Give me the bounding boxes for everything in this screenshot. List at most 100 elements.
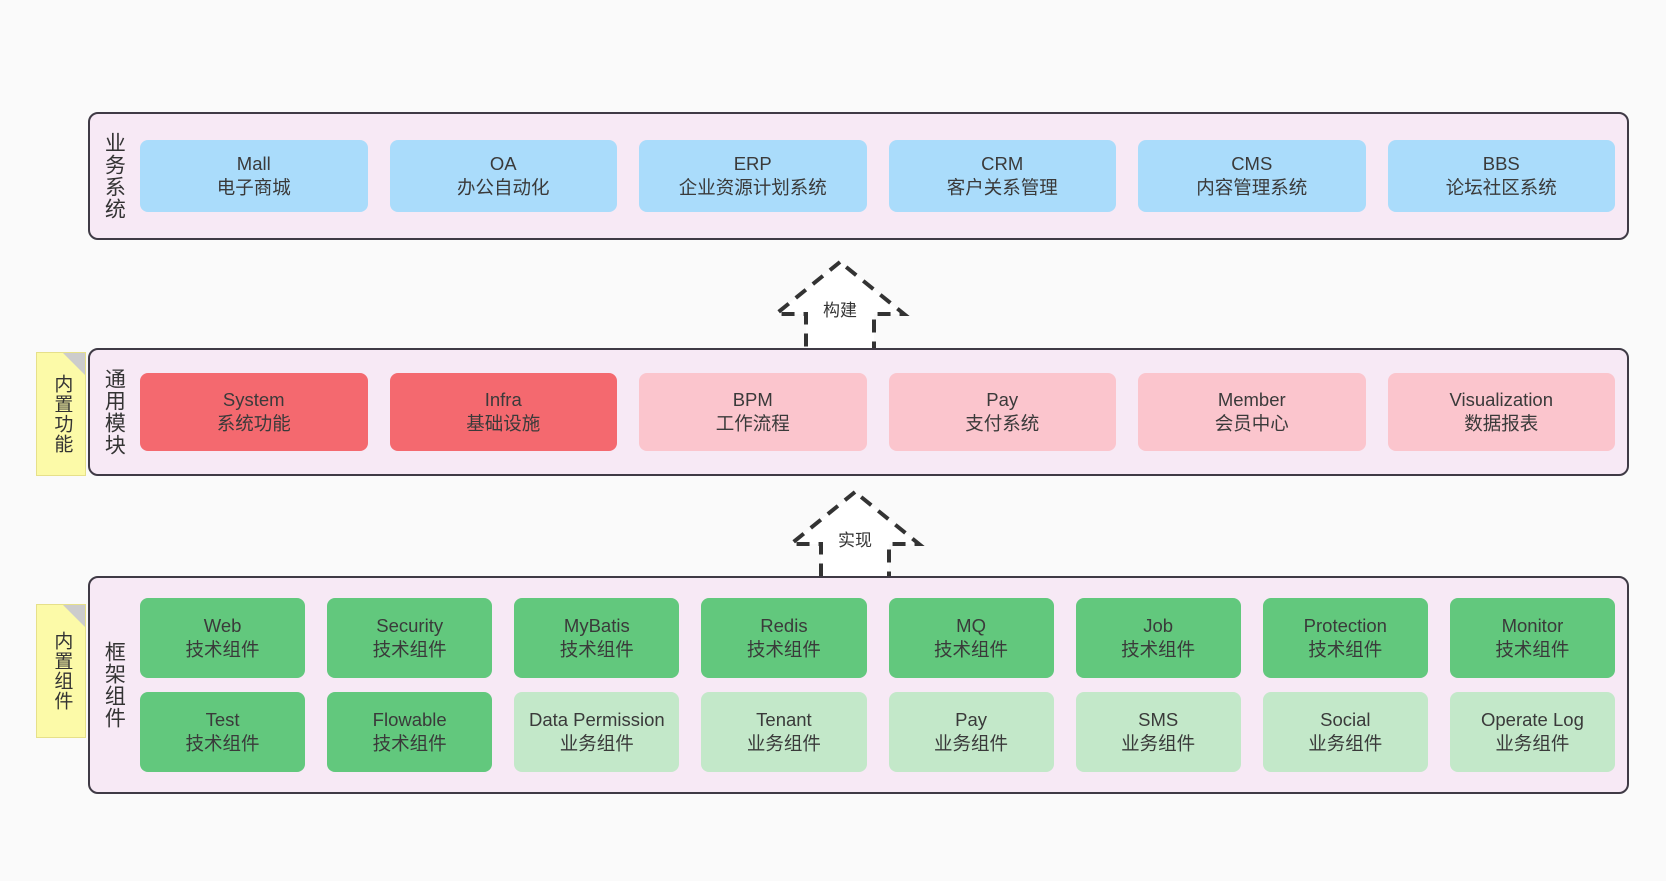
card-crm[interactable]: CRM 客户关系管理 xyxy=(888,140,1116,212)
card-bpm[interactable]: BPM 工作流程 xyxy=(639,373,867,451)
card-job-name: Job xyxy=(1143,615,1174,637)
card-mq[interactable]: MQ 技术组件 xyxy=(888,598,1054,678)
card-protection-name: Protection xyxy=(1303,615,1387,637)
card-redis-desc: 技术组件 xyxy=(746,639,821,660)
layer-business-body: Mall 电子商城 OA 办公自动化 ERP 企业资源计划系统 CRM 客户关系… xyxy=(136,114,1627,238)
card-mall[interactable]: Mall 电子商城 xyxy=(140,140,368,212)
card-infra[interactable]: Infra 基础设施 xyxy=(389,373,617,451)
card-monitor[interactable]: Monitor 技术组件 xyxy=(1449,598,1615,678)
card-mall-name: Mall xyxy=(236,153,271,175)
layer-framework-body: Web 技术组件 Security 技术组件 MyBatis 技术组件 Redi… xyxy=(136,578,1627,792)
card-data-permission-desc: 业务组件 xyxy=(559,733,634,754)
card-pay-component-name: Pay xyxy=(955,709,987,731)
card-oa-desc: 办公自动化 xyxy=(456,177,550,198)
card-job-desc: 技术组件 xyxy=(1121,639,1196,660)
layer-common-module: 通用模块 System 系统功能 Infra 基础设施 BPM 工作流程 Pay… xyxy=(88,348,1629,476)
note-builtin-features: 内置功能 xyxy=(36,352,86,476)
card-cms[interactable]: CMS 内容管理系统 xyxy=(1138,140,1366,212)
card-mq-name: MQ xyxy=(956,615,986,637)
card-pay-module[interactable]: Pay 支付系统 xyxy=(888,373,1116,451)
arrow-build: 构建 xyxy=(760,258,920,356)
card-crm-name: CRM xyxy=(981,153,1024,175)
card-visualization[interactable]: Visualization 数据报表 xyxy=(1387,373,1615,451)
card-pay-module-name: Pay xyxy=(986,389,1019,411)
card-redis-name: Redis xyxy=(760,615,808,637)
card-social-name: Social xyxy=(1320,709,1371,731)
arrow-implement: 实现 xyxy=(775,488,935,586)
card-social[interactable]: Social 业务组件 xyxy=(1262,692,1428,772)
framework-biz-row: Test 技术组件 Flowable 技术组件 Data Permission … xyxy=(140,692,1615,772)
card-pay-component-desc: 业务组件 xyxy=(934,733,1009,754)
card-pay-component[interactable]: Pay 业务组件 xyxy=(888,692,1054,772)
business-card-row: Mall 电子商城 OA 办公自动化 ERP 企业资源计划系统 CRM 客户关系… xyxy=(140,140,1615,212)
layer-common-title: 通用模块 xyxy=(102,368,126,456)
layer-framework-component: 框架组件 Web 技术组件 Security 技术组件 MyBatis 技术组件… xyxy=(88,576,1629,794)
arrow-build-label: 构建 xyxy=(823,301,857,320)
card-web[interactable]: Web 技术组件 xyxy=(140,598,306,678)
card-infra-desc: 基础设施 xyxy=(466,413,541,434)
card-member-name: Member xyxy=(1217,389,1286,411)
note-builtin-features-label: 内置功能 xyxy=(51,374,73,454)
card-protection[interactable]: Protection 技术组件 xyxy=(1262,598,1428,678)
card-bpm-desc: 工作流程 xyxy=(715,413,790,434)
card-system-name: System xyxy=(222,389,285,411)
layer-common-body: System 系统功能 Infra 基础设施 BPM 工作流程 Pay 支付系统… xyxy=(136,350,1627,474)
card-cms-name: CMS xyxy=(1231,153,1273,175)
card-mq-desc: 技术组件 xyxy=(934,639,1009,660)
card-mybatis-desc: 技术组件 xyxy=(559,639,634,660)
arrow-implement-label: 实现 xyxy=(838,531,872,550)
card-data-permission-name: Data Permission xyxy=(528,709,665,731)
card-web-name: Web xyxy=(203,615,242,637)
card-flowable-name: Flowable xyxy=(372,709,447,731)
card-security-desc: 技术组件 xyxy=(372,639,447,660)
card-operate-log-name: Operate Log xyxy=(1481,709,1584,731)
card-sms-desc: 业务组件 xyxy=(1121,733,1196,754)
card-pay-module-desc: 支付系统 xyxy=(965,413,1040,434)
card-social-desc: 业务组件 xyxy=(1308,733,1383,754)
card-tenant-name: Tenant xyxy=(756,709,812,731)
card-visualization-name: Visualization xyxy=(1449,389,1554,411)
card-bbs[interactable]: BBS 论坛社区系统 xyxy=(1387,140,1615,212)
card-bbs-desc: 论坛社区系统 xyxy=(1445,177,1557,198)
card-job[interactable]: Job 技术组件 xyxy=(1075,598,1241,678)
layer-business-title: 业务系统 xyxy=(102,132,126,220)
card-mybatis-name: MyBatis xyxy=(563,615,630,637)
card-test-desc: 技术组件 xyxy=(185,733,260,754)
card-erp[interactable]: ERP 企业资源计划系统 xyxy=(639,140,867,212)
card-operate-log[interactable]: Operate Log 业务组件 xyxy=(1449,692,1615,772)
note-fold-icon xyxy=(63,605,85,627)
framework-tech-row: Web 技术组件 Security 技术组件 MyBatis 技术组件 Redi… xyxy=(140,598,1615,678)
card-flowable[interactable]: Flowable 技术组件 xyxy=(327,692,493,772)
card-erp-desc: 企业资源计划系统 xyxy=(678,177,827,198)
card-operate-log-desc: 业务组件 xyxy=(1495,733,1570,754)
card-system[interactable]: System 系统功能 xyxy=(140,373,368,451)
card-infra-name: Infra xyxy=(484,389,522,411)
card-erp-name: ERP xyxy=(733,153,772,175)
card-web-desc: 技术组件 xyxy=(185,639,260,660)
card-test-name: Test xyxy=(205,709,240,731)
card-monitor-name: Monitor xyxy=(1501,615,1564,637)
card-sms[interactable]: SMS 业务组件 xyxy=(1075,692,1241,772)
card-cms-desc: 内容管理系统 xyxy=(1196,177,1308,198)
card-oa[interactable]: OA 办公自动化 xyxy=(389,140,617,212)
card-redis[interactable]: Redis 技术组件 xyxy=(701,598,867,678)
card-bbs-name: BBS xyxy=(1482,153,1520,175)
card-tenant-desc: 业务组件 xyxy=(746,733,821,754)
card-mybatis[interactable]: MyBatis 技术组件 xyxy=(514,598,680,678)
card-test[interactable]: Test 技术组件 xyxy=(140,692,306,772)
note-builtin-components: 内置组件 xyxy=(36,604,86,738)
card-protection-desc: 技术组件 xyxy=(1308,639,1383,660)
card-member[interactable]: Member 会员中心 xyxy=(1138,373,1366,451)
card-data-permission[interactable]: Data Permission 业务组件 xyxy=(514,692,680,772)
card-mall-desc: 电子商城 xyxy=(216,177,291,198)
card-oa-name: OA xyxy=(489,153,517,175)
card-bpm-name: BPM xyxy=(732,389,773,411)
note-fold-icon xyxy=(63,353,85,375)
card-tenant[interactable]: Tenant 业务组件 xyxy=(701,692,867,772)
card-security[interactable]: Security 技术组件 xyxy=(327,598,493,678)
card-security-name: Security xyxy=(376,615,444,637)
card-crm-desc: 客户关系管理 xyxy=(946,177,1058,198)
layer-business-system: 业务系统 Mall 电子商城 OA 办公自动化 ERP 企业资源计划系统 CRM… xyxy=(88,112,1629,240)
card-sms-name: SMS xyxy=(1138,709,1179,731)
